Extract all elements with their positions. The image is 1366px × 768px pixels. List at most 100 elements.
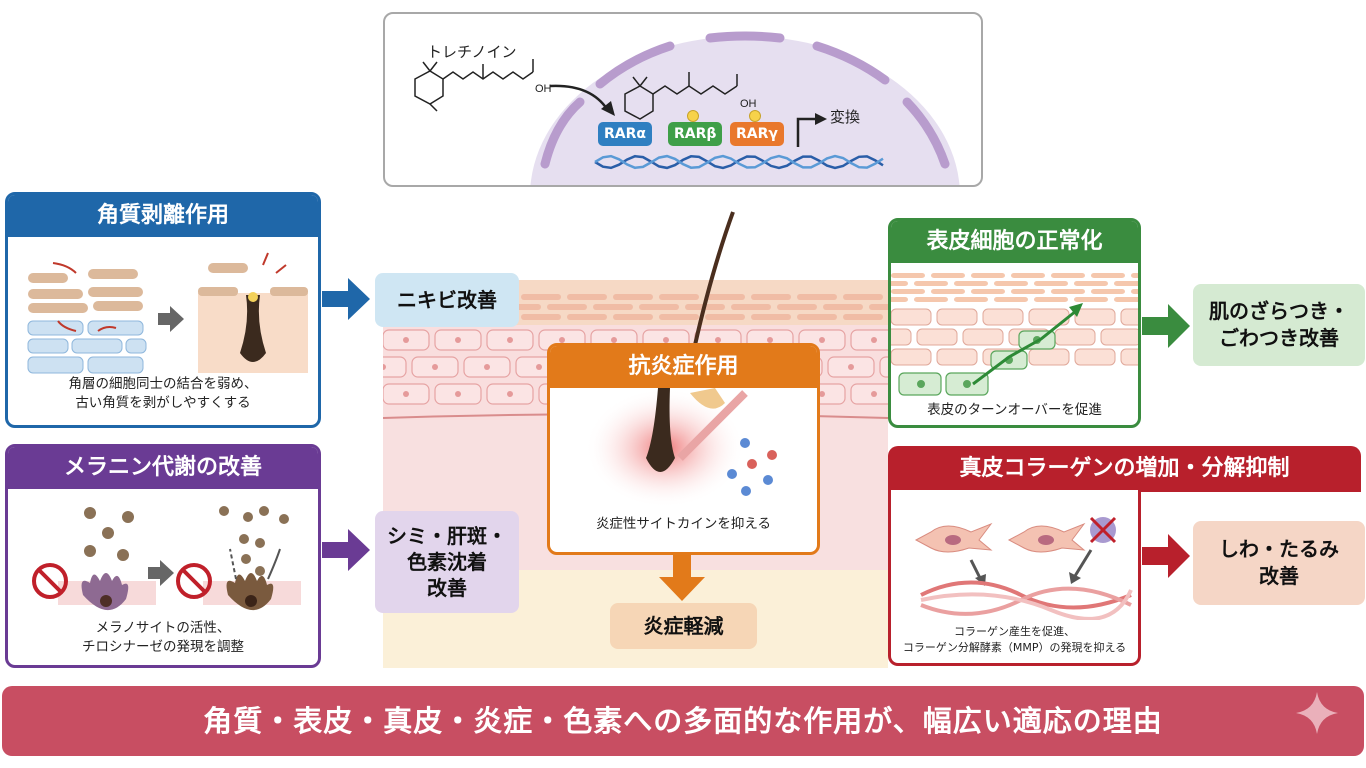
- cell-nucleus-dot: [403, 337, 409, 343]
- keratinocyte: [936, 308, 978, 326]
- keratinocyte: [879, 356, 888, 378]
- cell-nucleus-dot: [848, 364, 854, 370]
- cell-nucleus-dot: [819, 391, 825, 397]
- cell-nucleus-dot: [536, 364, 542, 370]
- transcription-arrow-head: [815, 113, 827, 125]
- keratinocyte: [1054, 328, 1096, 346]
- peel-arrow: [97, 326, 117, 332]
- cell-nucleus-dot: [432, 364, 438, 370]
- corneocyte: [1051, 273, 1085, 278]
- keratinocyte: [982, 308, 1024, 326]
- panel-keratolytic: 角質剥離作用 角層の: [5, 192, 321, 428]
- cell-nucleus-dot: [611, 337, 617, 343]
- entry-arrow-head: [601, 101, 615, 116]
- corneocyte: [777, 304, 817, 310]
- outcome-acne: ニキビ改善: [375, 273, 519, 327]
- bound-hydroxyl-text: OH: [740, 98, 757, 110]
- membrane-segment: [540, 97, 585, 169]
- keratolytic-illustration: [27, 252, 308, 374]
- cell-nucleus-dot: [455, 337, 461, 343]
- transcription-arrow: [796, 117, 817, 147]
- keratinocyte: [962, 328, 1004, 346]
- corneocyte: [914, 281, 948, 286]
- peel-arrow: [57, 320, 77, 332]
- corneocyte: [521, 314, 561, 320]
- summary-text: 角質・表皮・真皮・炎症・色素への多面的な作用が、幅広い適応の理由: [203, 704, 1163, 738]
- corneocyte: [659, 314, 699, 320]
- panel-title: 角質剥離作用: [8, 195, 318, 237]
- receptor-rar-alpha: RARα: [598, 122, 653, 146]
- corneocyte: [971, 273, 1005, 278]
- keratinocyte: [850, 329, 888, 351]
- receptor-rar-beta: RARβ: [668, 122, 723, 146]
- corneocyte: [1091, 289, 1125, 294]
- arrow-to-roughness: [1142, 304, 1190, 348]
- keratinocyte: [1074, 348, 1116, 366]
- cell-nucleus-dot: [507, 391, 513, 397]
- corneocyte: [1034, 281, 1068, 286]
- cell-nucleus-dot: [507, 337, 513, 343]
- corneocyte: [994, 297, 1028, 302]
- no-entry-icon: [176, 563, 212, 599]
- activated-melanocyte-icon: [226, 573, 274, 611]
- corneocyte: [797, 294, 837, 300]
- dna-strand: [594, 154, 884, 170]
- cell-nucleus-dot: [871, 391, 877, 397]
- cell-nucleus-dot: [715, 337, 721, 343]
- caption-line: コラーゲン分解酵素（MMP）の発現を抑える: [902, 641, 1127, 654]
- follicle-icon: [646, 388, 675, 472]
- arrow-to-wrinkle: [1142, 534, 1190, 578]
- sparkle-icon: [1296, 692, 1338, 734]
- outcome-line: ごわつき改善: [1219, 326, 1339, 350]
- corneocyte: [521, 294, 561, 300]
- corneocyte: [994, 281, 1028, 286]
- outcome-line: 改善: [427, 576, 467, 600]
- outcome-line: シミ・肝斑・: [387, 524, 507, 548]
- corneocyte: [567, 294, 607, 300]
- drug-name-label: トレチノイン: [427, 43, 517, 61]
- corneocyte: [1114, 281, 1138, 286]
- collagen-illustration: [914, 516, 1133, 620]
- corneocyte: [1131, 289, 1138, 294]
- corneocyte: [1074, 297, 1108, 302]
- corneocyte: [869, 304, 888, 310]
- corneocyte: [931, 273, 965, 278]
- keratinocyte: [850, 383, 888, 405]
- panel-anti-inflammatory: 抗炎症作用 炎症性サイトカインを抑える: [547, 343, 820, 555]
- transition-arrow-icon: [148, 560, 174, 586]
- corneocyte: [1051, 289, 1085, 294]
- cell-nucleus-dot: [871, 337, 877, 343]
- cell-nucleus-dot: [559, 337, 565, 343]
- keratinocyte: [891, 308, 932, 326]
- outcome-pigmentation: シミ・肝斑・ 色素沈着 改善: [375, 511, 519, 613]
- hair-strand: [693, 211, 735, 346]
- arrow-to-inflammation: [659, 555, 705, 601]
- corneocyte: [705, 294, 745, 300]
- keratinocyte: [1100, 328, 1138, 346]
- corneocyte: [1131, 273, 1138, 278]
- membrane-segment: [595, 41, 675, 89]
- corneocyte: [954, 281, 988, 286]
- no-entry-icon: [32, 563, 68, 599]
- keratinocyte: [891, 328, 912, 346]
- corneocyte: [1011, 273, 1045, 278]
- corneocyte: [1074, 281, 1108, 286]
- keratinocyte: [1120, 348, 1138, 366]
- corneocyte: [1114, 297, 1138, 302]
- membrane-segment: [705, 31, 785, 43]
- ligand-dot: [749, 110, 761, 122]
- membrane-segment: [812, 41, 890, 85]
- keratinocyte: [916, 328, 958, 346]
- corneocyte: [1034, 297, 1068, 302]
- caption-line: 古い角質を剥がしやすくする: [75, 395, 251, 411]
- corneocyte: [731, 304, 771, 310]
- arrow-to-acne: [322, 278, 370, 320]
- cell-nucleus-dot: [819, 337, 825, 343]
- inhibit-x-icon: [1089, 516, 1117, 544]
- corneocyte: [891, 289, 925, 294]
- keratinocyte: [936, 348, 978, 366]
- corneocyte: [659, 294, 699, 300]
- dna-strand: [594, 154, 884, 170]
- peel-arrow: [52, 262, 77, 274]
